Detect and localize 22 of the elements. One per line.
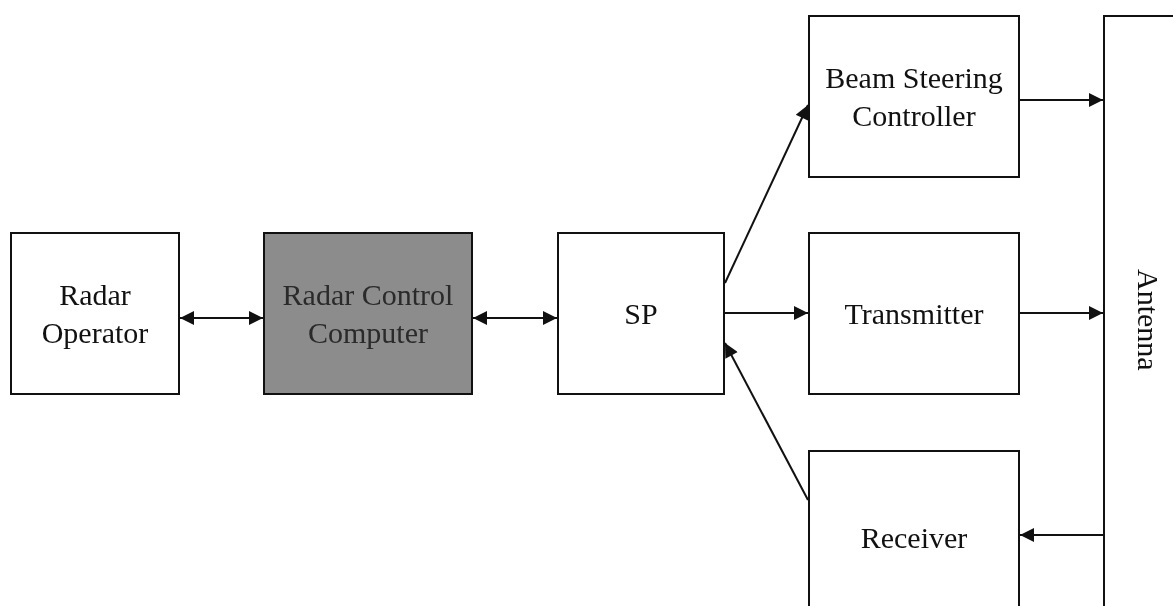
block-label: Transmitter (843, 295, 985, 332)
block-box (808, 15, 1020, 178)
arrow (1019, 528, 1104, 542)
block-box (808, 232, 1020, 395)
block-box (808, 450, 1020, 606)
block-label: SP (623, 295, 659, 332)
block-label: Radar Operator (40, 277, 150, 351)
block-box (10, 232, 180, 395)
arrow (1019, 93, 1104, 107)
arrow (179, 311, 264, 325)
antenna-panel (1103, 15, 1173, 606)
block-box (557, 232, 725, 395)
arrow (724, 104, 809, 284)
block-label: Receiver (859, 519, 969, 556)
arrow (724, 342, 809, 501)
arrow (1019, 306, 1104, 320)
block-label: Beam Steering Controller (824, 60, 1004, 134)
block-box (263, 232, 473, 395)
block-label: Antenna (1130, 269, 1166, 371)
arrow (724, 306, 809, 320)
block-label: Radar Control Computer (281, 277, 455, 351)
arrow (472, 311, 558, 325)
